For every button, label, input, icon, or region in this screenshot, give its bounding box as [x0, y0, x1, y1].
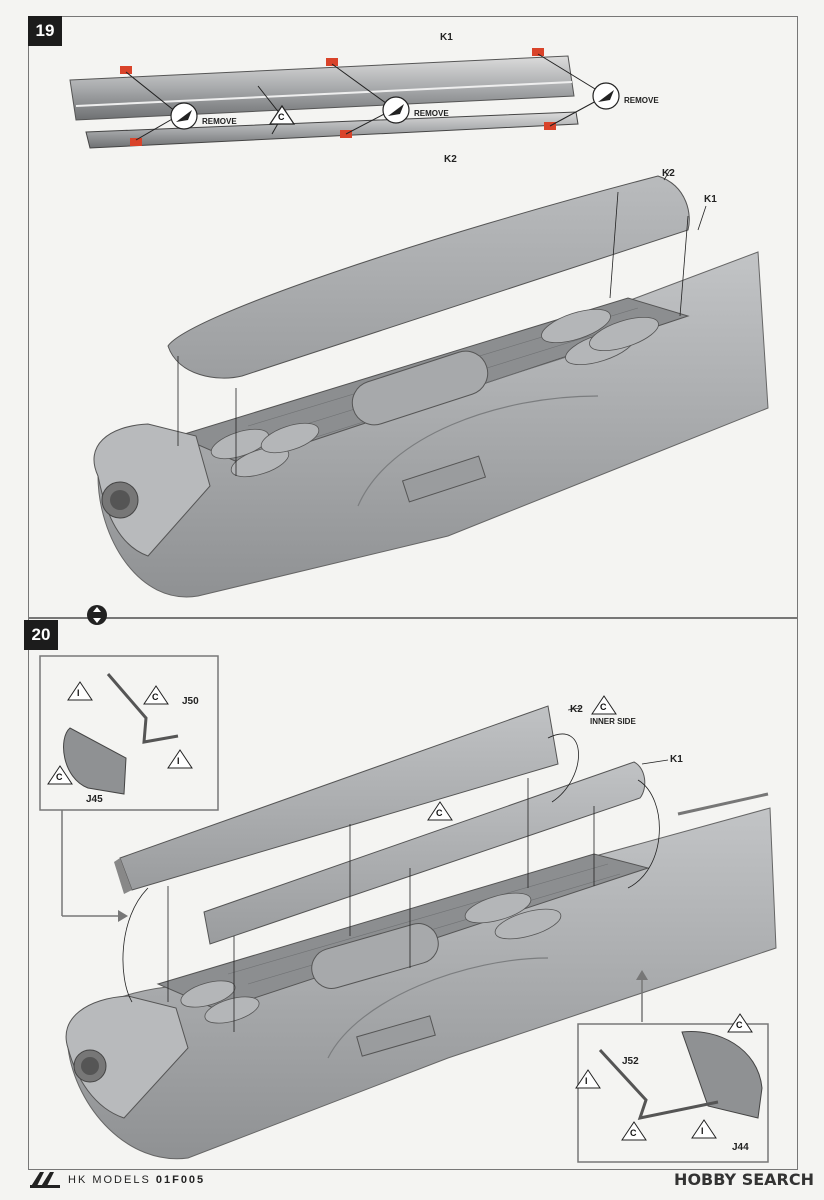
- label-k2: K2: [662, 168, 675, 179]
- label-k1: K1: [704, 194, 717, 205]
- door-k1-20: [203, 761, 646, 945]
- label-k1-top: K1: [440, 32, 453, 43]
- option-triangle-icon: I I: [575, 1069, 717, 1139]
- bay-door-19: [167, 175, 690, 379]
- watermark: HOBBY SEARCH: [674, 1170, 814, 1189]
- label-k2-top: K2: [444, 154, 457, 165]
- footer-brand: HK MODELS 01F005: [68, 1174, 205, 1186]
- svg-text:I: I: [177, 756, 180, 766]
- svg-text:C: C: [436, 808, 443, 818]
- leader-lines-19: [125, 53, 601, 141]
- leader-lines-20: [122, 707, 669, 1032]
- rail-k1: [69, 55, 575, 121]
- option-triangle-icon: I I: [67, 681, 193, 769]
- detail-box-right: I I C C J52 J44: [575, 970, 769, 1163]
- step-20-frame: [28, 618, 798, 1170]
- glue-triangle-icon: C C: [621, 1013, 753, 1141]
- remove-label-1: REMOVE: [202, 117, 237, 126]
- remove-label-3: REMOVE: [624, 96, 659, 105]
- rail-k2: [85, 111, 579, 149]
- glue-triangle-icon: C C: [427, 695, 617, 821]
- svg-text:C: C: [56, 772, 63, 782]
- product-code: 01F005: [155, 1174, 206, 1186]
- brand-name: HK MODELS: [68, 1174, 151, 1186]
- svg-text:C: C: [630, 1128, 637, 1138]
- label-j50: J50: [182, 696, 199, 707]
- leader-lines-19b: [177, 169, 707, 476]
- svg-text:I: I: [701, 1126, 704, 1136]
- step-19-frame: [28, 16, 798, 618]
- label-j52: J52: [622, 1056, 639, 1067]
- detail-box-left: I I C C J50 J45: [39, 655, 219, 922]
- step-19-illustration: REMOVE REMOVE REMOVE C K1 K2: [69, 32, 769, 598]
- glue-triangle-icon: C: [268, 104, 296, 125]
- label-j44: J44: [732, 1142, 749, 1153]
- label-k1-20: K1: [670, 754, 683, 765]
- step-20-illustration: I I C C J50 J45: [39, 655, 777, 1163]
- inner-side-label: INNER SIDE: [590, 717, 636, 726]
- svg-text:C: C: [152, 692, 159, 702]
- label-k2-20: K2: [570, 704, 583, 715]
- fuselage-20: [65, 792, 777, 1160]
- door-k2-20: [114, 705, 559, 894]
- svg-text:I: I: [77, 688, 80, 698]
- step-20-number: 20: [24, 620, 58, 650]
- label-j45: J45: [86, 794, 103, 805]
- svg-text:C: C: [278, 112, 285, 122]
- svg-text:I: I: [585, 1076, 588, 1086]
- cutter-icon: [170, 82, 620, 130]
- svg-text:C: C: [736, 1020, 743, 1030]
- hk-logo-icon: [30, 1172, 60, 1188]
- svg-text:C: C: [600, 702, 607, 712]
- page-footer: HK MODELS 01F005 HOBBY SEARCH: [0, 1168, 824, 1200]
- rotate-view-icon: [87, 605, 107, 625]
- glue-triangle-icon: C C: [47, 685, 169, 785]
- step-19-number: 19: [28, 16, 62, 46]
- fuselage-19: [93, 251, 769, 598]
- remove-label-2: REMOVE: [414, 109, 449, 118]
